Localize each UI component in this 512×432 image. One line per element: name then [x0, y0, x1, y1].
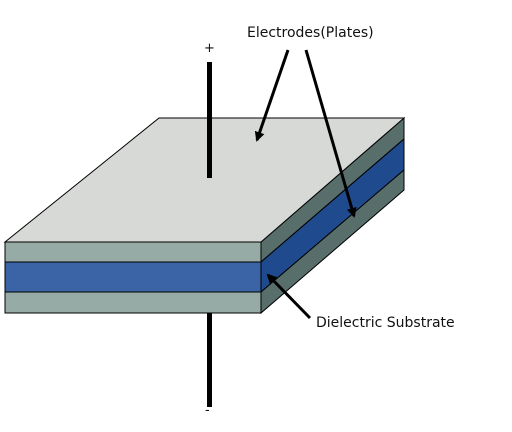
electrode-arrow-top — [254, 49, 290, 142]
front-bottom-electrode — [4, 291, 262, 314]
front-dielectric — [4, 261, 262, 293]
electrode-arrow-side — [304, 49, 357, 218]
positive-terminal-label: + — [204, 41, 215, 56]
negative-lead — [207, 313, 212, 407]
top-electrode-face — [3, 117, 406, 243]
dielectric-substrate-label: Dielectric Substrate — [316, 315, 455, 331]
negative-terminal-label: - — [205, 403, 210, 418]
front-top-electrode — [4, 241, 262, 263]
electrodes-label: Electrodes(Plates) — [247, 25, 374, 41]
dielectric-arrow — [266, 273, 312, 320]
positive-lead — [207, 62, 212, 178]
